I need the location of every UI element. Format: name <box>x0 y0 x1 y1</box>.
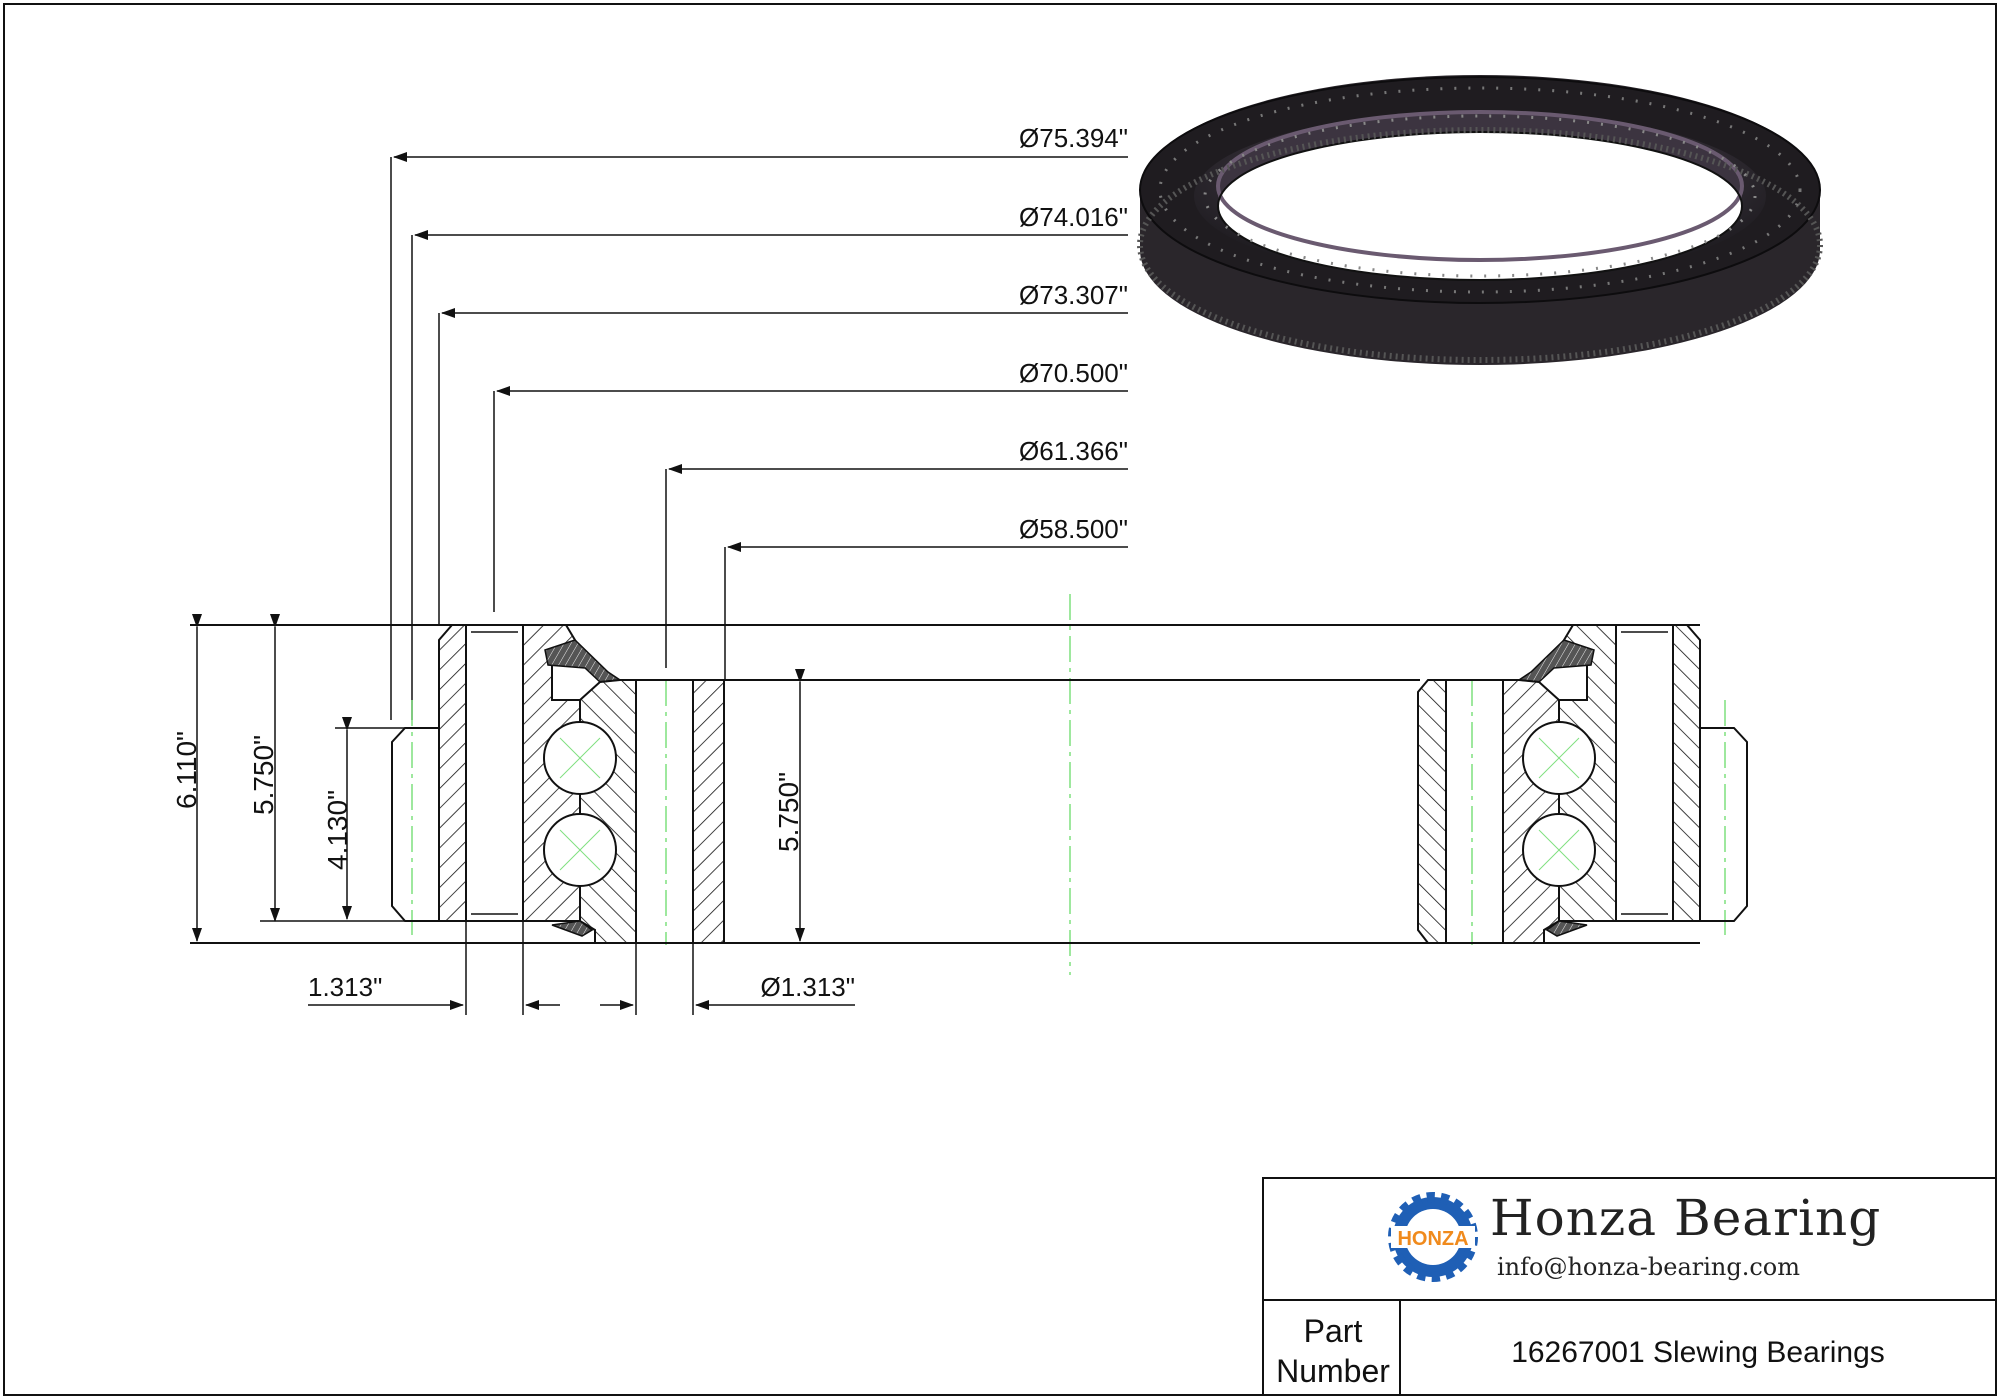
right-gear-flange <box>1700 727 1748 922</box>
horizontal-dimensions: 1.313" Ø1.313" <box>308 921 855 1015</box>
left-inner-ring <box>692 679 725 944</box>
right-outer-ring <box>1672 624 1701 922</box>
left-bolt-hole <box>465 624 524 922</box>
left-gear-flange <box>391 727 439 922</box>
dim-dia-61366: Ø61.366" <box>1019 436 1128 466</box>
right-inner-bolt-hole <box>1445 679 1504 944</box>
dim-ring-height: 5.750" <box>248 735 279 815</box>
logo-text: HONZA <box>1397 1228 1468 1250</box>
company-email: info@honza-bearing.com <box>1497 1253 1800 1281</box>
dim-gear-height: 4.130" <box>322 790 353 870</box>
bearing-section-view <box>190 624 1748 944</box>
dim-dia-73307: Ø73.307" <box>1019 280 1128 310</box>
dim-width-left: 1.313" <box>308 972 382 1002</box>
diameter-leaders: Ø75.394" Ø74.016" Ø73.307" Ø70.500" Ø61.… <box>390 123 1128 720</box>
right-inner-race <box>1502 679 1560 944</box>
title-block: HONZA Honza Bearing info@honza-bearing.c… <box>1262 1177 1997 1396</box>
dim-dia-74016: Ø74.016" <box>1019 202 1128 232</box>
part-label-line1: Part <box>1304 1313 1363 1349</box>
right-top-seal <box>1516 639 1595 683</box>
bearing-ring-render-icon <box>1137 75 1823 365</box>
part-number: 16267001 Slewing Bearings <box>1511 1336 1885 1369</box>
right-bottom-seal <box>1545 920 1588 937</box>
left-top-seal <box>544 639 623 683</box>
left-bottom-seal <box>551 920 594 937</box>
dim-width-right: Ø1.313" <box>760 972 855 1002</box>
sheet-border <box>3 3 1997 1396</box>
dim-inner-height: 5.750" <box>773 772 804 852</box>
dim-dia-58500: Ø58.500" <box>1019 514 1128 544</box>
dim-dia-75394: Ø75.394" <box>1019 123 1128 153</box>
left-inner-race <box>579 679 637 944</box>
dim-overall-height: 6.110" <box>171 731 202 809</box>
part-label-line2: Number <box>1276 1353 1390 1389</box>
left-inner-bolt-hole <box>635 679 694 944</box>
gear-logo-icon: HONZA <box>1388 1192 1478 1282</box>
right-inner-ring <box>1417 679 1447 944</box>
vertical-dimensions: 6.110" 5.750" 4.130" 5.750" <box>171 614 805 942</box>
centerlines <box>411 594 1726 975</box>
company-name: Honza Bearing <box>1490 1189 1881 1247</box>
right-bolt-hole <box>1615 624 1674 922</box>
left-outer-ring <box>438 624 467 922</box>
dim-dia-70500: Ø70.500" <box>1019 358 1128 388</box>
